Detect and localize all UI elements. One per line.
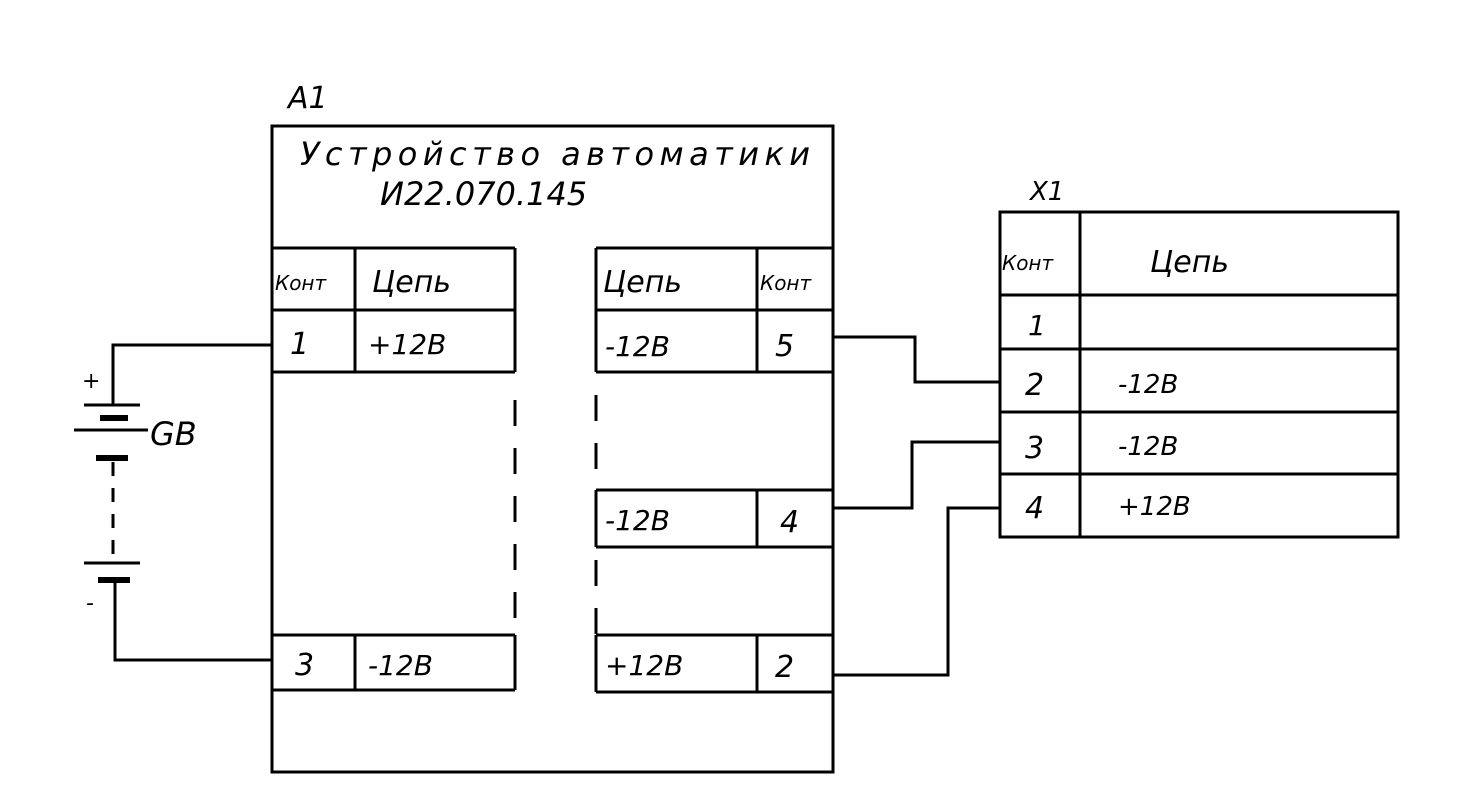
cell-kont: 3 <box>1025 431 1044 466</box>
cell-kont: 1 <box>1028 309 1046 342</box>
cell-tsep: -12В <box>605 330 670 363</box>
device-right-table: Цепь Конт -12В 5 -12В 4 +12В 2 <box>594 246 833 694</box>
cell-kont: 4 <box>780 505 799 540</box>
cell-kont: 4 <box>1025 491 1044 526</box>
cell-tsep: +12В <box>605 649 683 682</box>
cell-kont: 3 <box>295 648 314 683</box>
wire-5-to-2 <box>833 335 1000 384</box>
cell-tsep: -12В <box>368 649 433 682</box>
connector-ref: X1 <box>1028 177 1064 207</box>
header-kont: Конт <box>1002 251 1055 275</box>
header-kont: Конт <box>275 271 328 295</box>
header-kont: Конт <box>760 271 813 295</box>
cell-tsep: -12В <box>605 504 670 537</box>
battery-plus: + <box>82 369 100 394</box>
cell-tsep: +12В <box>368 328 446 361</box>
device-left-table: Конт Цепь 1 +12В 3 -12В <box>272 246 517 692</box>
device-box <box>270 124 835 774</box>
battery-ref: GB <box>150 415 197 453</box>
header-tsep: Цепь <box>372 265 451 300</box>
device-code: И22.070.145 <box>380 175 587 213</box>
wire-4-to-3 <box>833 440 1000 510</box>
cell-kont: 2 <box>775 650 794 685</box>
battery-minus: - <box>86 591 94 616</box>
cell-kont: 5 <box>775 329 794 364</box>
header-tsep: Цепь <box>1150 245 1229 280</box>
battery-gb: GB + - <box>74 343 272 662</box>
device-title: Устройство автоматики <box>300 135 810 173</box>
cell-tsep: +12В <box>1118 492 1191 522</box>
connector-table: Конт Цепь 1 2 -12В 3 -12В 4 +12В <box>998 210 1400 539</box>
cell-kont: 2 <box>1025 368 1044 403</box>
cell-tsep: -12В <box>1118 370 1178 400</box>
wire-2-to-4 <box>833 506 1000 677</box>
header-tsep: Цепь <box>603 265 682 300</box>
device-ref: A1 <box>286 81 328 116</box>
cell-tsep: -12В <box>1118 432 1178 462</box>
cell-kont: 1 <box>290 327 309 362</box>
